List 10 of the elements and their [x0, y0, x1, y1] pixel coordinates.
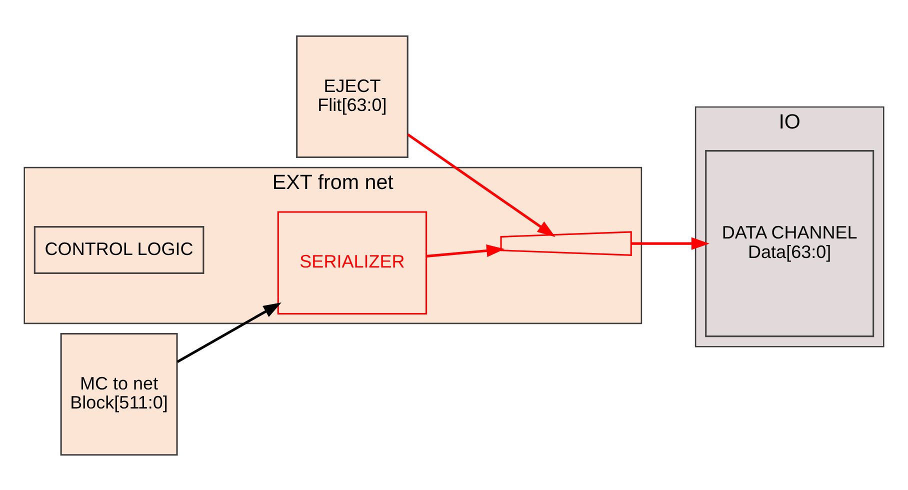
arrow — [631, 236, 710, 250]
node-box: SERIALIZER — [277, 210, 428, 314]
arrow — [426, 244, 505, 257]
node-trapezoid — [500, 230, 632, 256]
node-box: DATA CHANNEL Data[63:0] — [705, 150, 874, 337]
node-box: MC to net Block[511:0] — [60, 332, 178, 456]
node-box: CONTROL LOGIC — [34, 226, 204, 274]
arrow — [176, 302, 282, 362]
node-box: EJECT Flit[63:0] — [296, 34, 408, 158]
arrow — [407, 132, 556, 237]
